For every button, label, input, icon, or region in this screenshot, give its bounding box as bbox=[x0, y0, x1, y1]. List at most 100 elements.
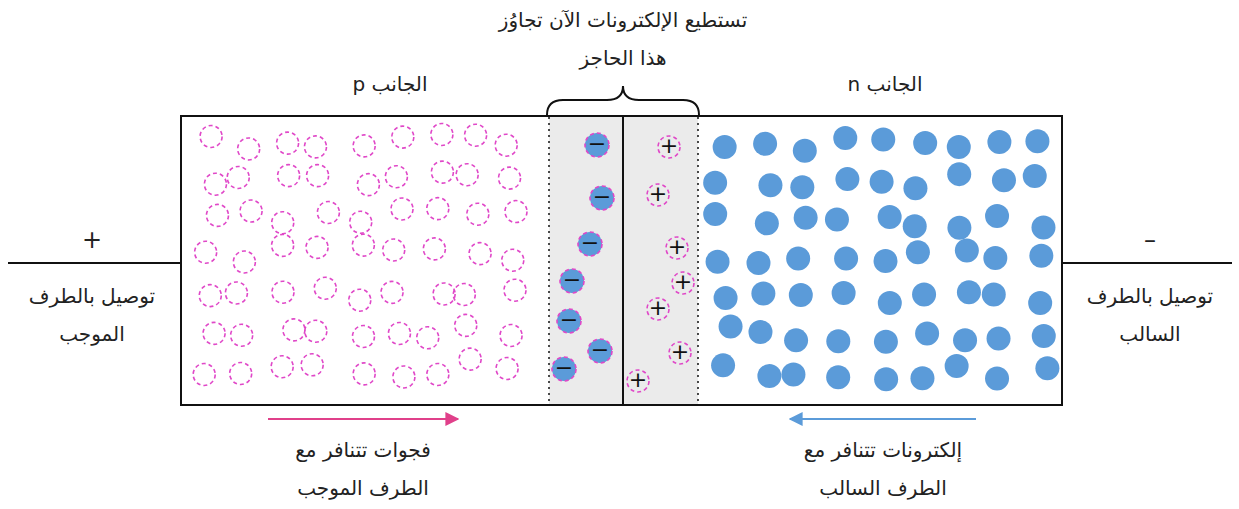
semiconductor-box bbox=[181, 116, 1062, 405]
hole bbox=[393, 366, 415, 388]
electron bbox=[757, 364, 781, 388]
hole bbox=[352, 234, 374, 256]
region-boundary bbox=[697, 117, 699, 405]
negative-ion bbox=[590, 186, 614, 210]
region-boundary bbox=[548, 117, 550, 405]
positive-ion bbox=[647, 298, 669, 320]
hole bbox=[240, 200, 262, 222]
barrier-note: تستطيع الإلكترونات الآن تجاوُز هذا الحاج… bbox=[498, 1, 748, 77]
hole bbox=[431, 123, 453, 145]
ion-sign: + bbox=[629, 369, 647, 391]
electron bbox=[874, 249, 898, 273]
hole bbox=[306, 236, 328, 258]
electron bbox=[955, 238, 979, 262]
positive-ion bbox=[669, 342, 691, 364]
electron bbox=[703, 202, 727, 226]
electron bbox=[751, 282, 775, 306]
electron bbox=[992, 168, 1016, 192]
electron bbox=[714, 286, 738, 310]
hole bbox=[193, 363, 215, 385]
hole-note: فجوات تتنافر مع الطرف الموجب bbox=[273, 431, 453, 507]
hole bbox=[469, 243, 491, 265]
hole bbox=[456, 164, 478, 186]
ion-sign: − bbox=[560, 309, 578, 331]
hole bbox=[383, 239, 405, 261]
ion-sign: − bbox=[588, 133, 606, 155]
polarity-sign: – bbox=[1144, 221, 1156, 259]
electron bbox=[1028, 291, 1052, 315]
electron bbox=[835, 167, 859, 191]
hole bbox=[381, 281, 403, 303]
region-label: الجانب n bbox=[848, 65, 923, 103]
hole bbox=[304, 136, 326, 158]
ion-sign: − bbox=[555, 357, 573, 379]
hole bbox=[271, 356, 293, 378]
negative-ion bbox=[588, 339, 612, 363]
negative-ion bbox=[578, 232, 602, 256]
hole bbox=[278, 165, 300, 187]
hole bbox=[505, 201, 527, 223]
ion-sign: + bbox=[671, 341, 689, 363]
hole bbox=[433, 283, 455, 305]
hole bbox=[277, 132, 299, 154]
hole bbox=[500, 324, 522, 346]
electron bbox=[1035, 356, 1059, 380]
positive-ion bbox=[658, 136, 680, 158]
electron bbox=[983, 246, 1007, 270]
hole bbox=[350, 211, 372, 233]
hole bbox=[204, 173, 226, 195]
hole bbox=[502, 249, 524, 271]
hole bbox=[231, 324, 253, 346]
electron bbox=[1025, 129, 1049, 153]
hole bbox=[499, 167, 521, 189]
electron bbox=[793, 139, 817, 163]
electron bbox=[985, 204, 1009, 228]
hole bbox=[431, 161, 453, 183]
hole bbox=[391, 198, 413, 220]
hole bbox=[417, 327, 439, 349]
positive-ion bbox=[627, 370, 649, 392]
electron bbox=[906, 240, 930, 264]
junction-line bbox=[622, 117, 624, 405]
hole bbox=[227, 166, 249, 188]
electron bbox=[910, 366, 934, 390]
electron bbox=[874, 367, 898, 391]
terminal-label: توصيل بالطرف الموجب bbox=[17, 277, 167, 353]
electron bbox=[874, 330, 898, 354]
electron bbox=[755, 211, 779, 235]
hole bbox=[206, 204, 228, 226]
electron bbox=[790, 175, 814, 199]
polarity-sign: + bbox=[82, 221, 102, 259]
depletion-region bbox=[549, 117, 698, 405]
ion-sign: + bbox=[649, 297, 667, 319]
ion-sign: − bbox=[563, 269, 581, 291]
hole bbox=[353, 363, 375, 385]
hole bbox=[504, 279, 526, 301]
ion-sign: − bbox=[581, 232, 599, 254]
hole-arrow bbox=[268, 418, 458, 420]
hole bbox=[427, 363, 449, 385]
terminal-wire bbox=[8, 262, 181, 264]
electron bbox=[947, 135, 971, 159]
hole bbox=[238, 138, 260, 160]
hole bbox=[225, 282, 247, 304]
electron bbox=[833, 126, 857, 150]
hole bbox=[230, 362, 252, 384]
hole bbox=[314, 277, 336, 299]
ion-sign: + bbox=[660, 135, 678, 157]
electron bbox=[947, 162, 971, 186]
negative-ion bbox=[552, 357, 576, 381]
terminal-wire bbox=[1062, 262, 1232, 264]
electron bbox=[794, 206, 818, 230]
electron bbox=[719, 315, 743, 339]
hole bbox=[305, 320, 327, 342]
electron bbox=[903, 214, 927, 238]
ion-sign: − bbox=[591, 339, 609, 361]
electron bbox=[746, 251, 770, 275]
electron bbox=[1032, 324, 1056, 348]
electron bbox=[903, 176, 927, 200]
hole bbox=[317, 202, 339, 224]
terminal-label: توصيل بالطرف السالب bbox=[1075, 277, 1225, 353]
electron bbox=[703, 171, 727, 195]
